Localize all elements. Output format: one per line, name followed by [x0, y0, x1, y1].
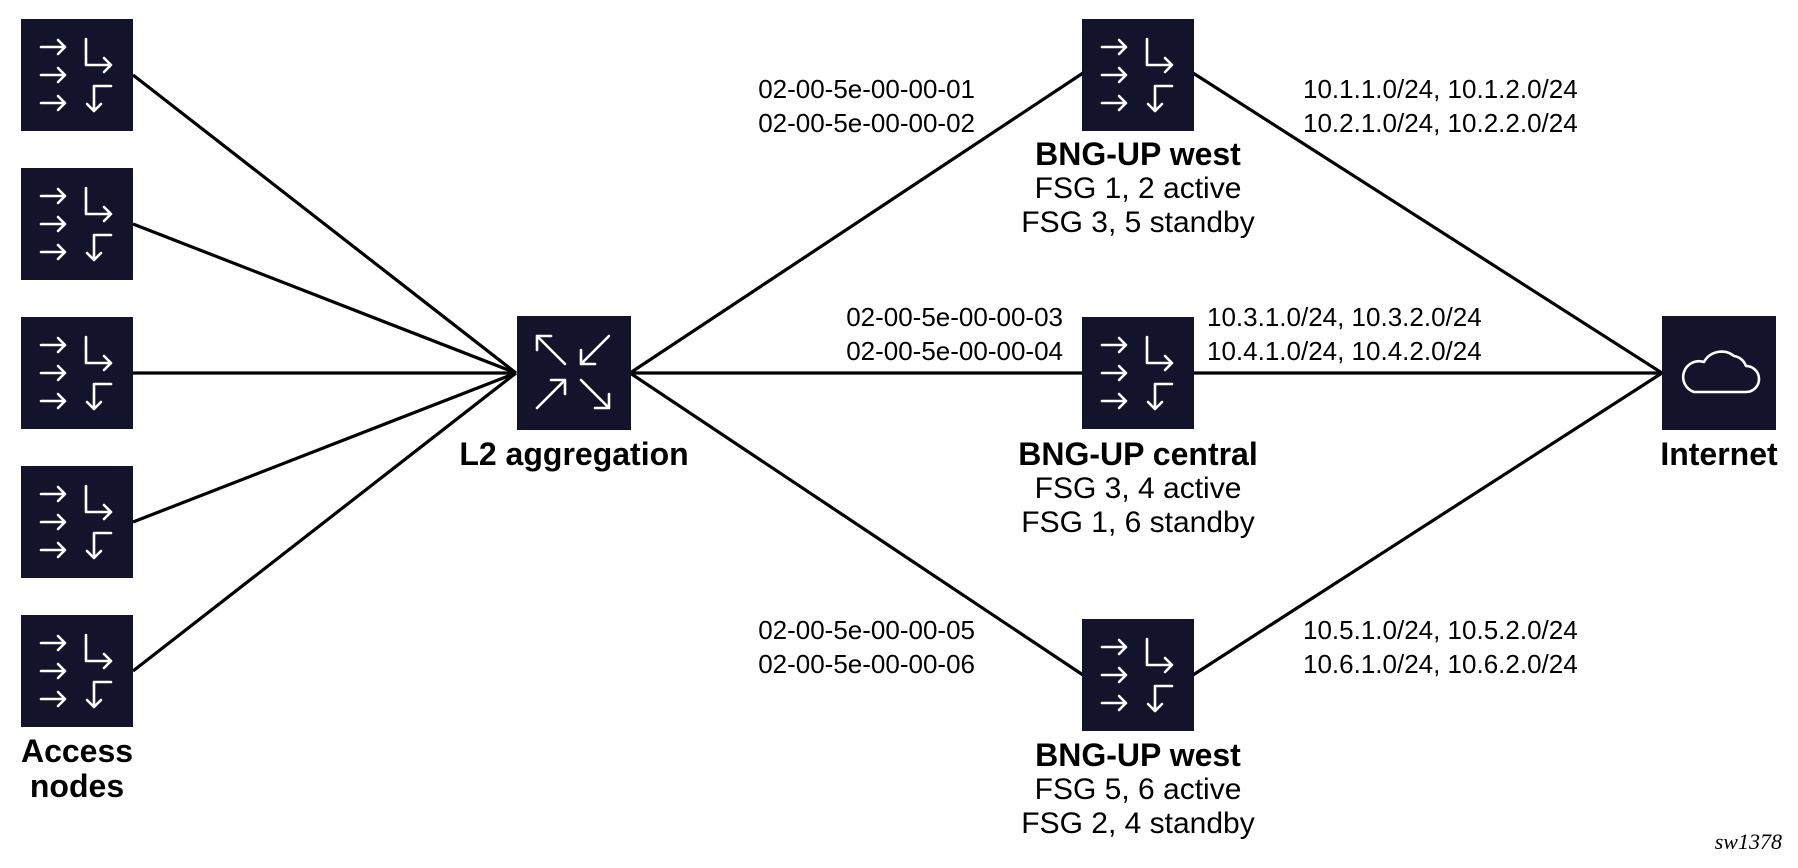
link-aggregation-up-west-1: [629, 71, 1084, 375]
bng-up-west-1-mac-2: 02-00-5e-00-00-02: [758, 108, 975, 138]
bng-up-west-2-node[interactable]: [1082, 619, 1194, 731]
bng-up-west-2-standby: FSG 2, 4 standby: [1021, 807, 1254, 840]
bng-up-west-2-prefix-2: 10.6.1.0/24, 10.6.2.0/24: [1303, 649, 1578, 679]
l2-aggregation-label: L2 aggregation: [459, 436, 688, 472]
link-up-west-1-internet: [1192, 71, 1663, 375]
bng-up-west-1-prefix-2: 10.2.1.0/24, 10.2.2.0/24: [1303, 108, 1578, 138]
bng-up-central-prefix-1: 10.3.1.0/24, 10.3.2.0/24: [1207, 302, 1482, 332]
access-nodes-label-line2: nodes: [30, 768, 124, 804]
link-access5-aggregation: [132, 371, 517, 673]
l2-aggregation-node[interactable]: [517, 316, 631, 430]
link-access1-aggregation: [132, 73, 517, 375]
bng-up-west-1-node[interactable]: [1082, 19, 1194, 131]
bng-up-west-2-name: BNG-UP west: [1035, 737, 1241, 773]
link-up-west-2-internet: [1192, 371, 1663, 677]
link-access4-aggregation: [132, 371, 517, 524]
bng-up-central-mac-2: 02-00-5e-00-00-04: [846, 336, 1063, 366]
bng-up-west-1-prefix-1: 10.1.1.0/24, 10.1.2.0/24: [1303, 74, 1578, 104]
bng-up-west-2-mac-1: 02-00-5e-00-00-05: [758, 615, 975, 645]
access-node-4[interactable]: [21, 466, 133, 578]
access-node-1[interactable]: [21, 19, 133, 131]
bng-up-central-mac-1: 02-00-5e-00-00-03: [846, 302, 1063, 332]
access-node-2[interactable]: [21, 168, 133, 280]
internet-label: Internet: [1660, 436, 1778, 472]
links: [132, 71, 1663, 677]
bng-up-central-node[interactable]: [1082, 317, 1194, 429]
bng-up-central-standby: FSG 1, 6 standby: [1021, 506, 1254, 539]
access-node-3[interactable]: [21, 317, 133, 429]
bng-up-central-active: FSG 3, 4 active: [1035, 472, 1242, 505]
access-nodes-label-line1: Access: [21, 733, 133, 769]
bng-up-west-1-standby: FSG 3, 5 standby: [1021, 206, 1254, 239]
link-access2-aggregation: [132, 222, 517, 375]
bng-up-central-name: BNG-UP central: [1018, 436, 1257, 472]
internet-node[interactable]: [1662, 316, 1776, 430]
bng-up-west-1-active: FSG 1, 2 active: [1035, 172, 1242, 205]
bng-up-west-2-mac-2: 02-00-5e-00-00-06: [758, 649, 975, 679]
bng-up-west-1-mac-1: 02-00-5e-00-00-01: [758, 74, 975, 104]
bng-up-west-2-prefix-1: 10.5.1.0/24, 10.5.2.0/24: [1303, 615, 1578, 645]
figure-id: sw1378: [1715, 829, 1782, 854]
cloud-icon: [1681, 350, 1761, 394]
link-aggregation-up-west-2: [629, 371, 1084, 677]
bng-up-west-2-active: FSG 5, 6 active: [1035, 773, 1242, 806]
access-node-5[interactable]: [21, 615, 133, 727]
bng-up-west-1-name: BNG-UP west: [1035, 136, 1241, 172]
bng-up-central-prefix-2: 10.4.1.0/24, 10.4.2.0/24: [1207, 336, 1482, 366]
